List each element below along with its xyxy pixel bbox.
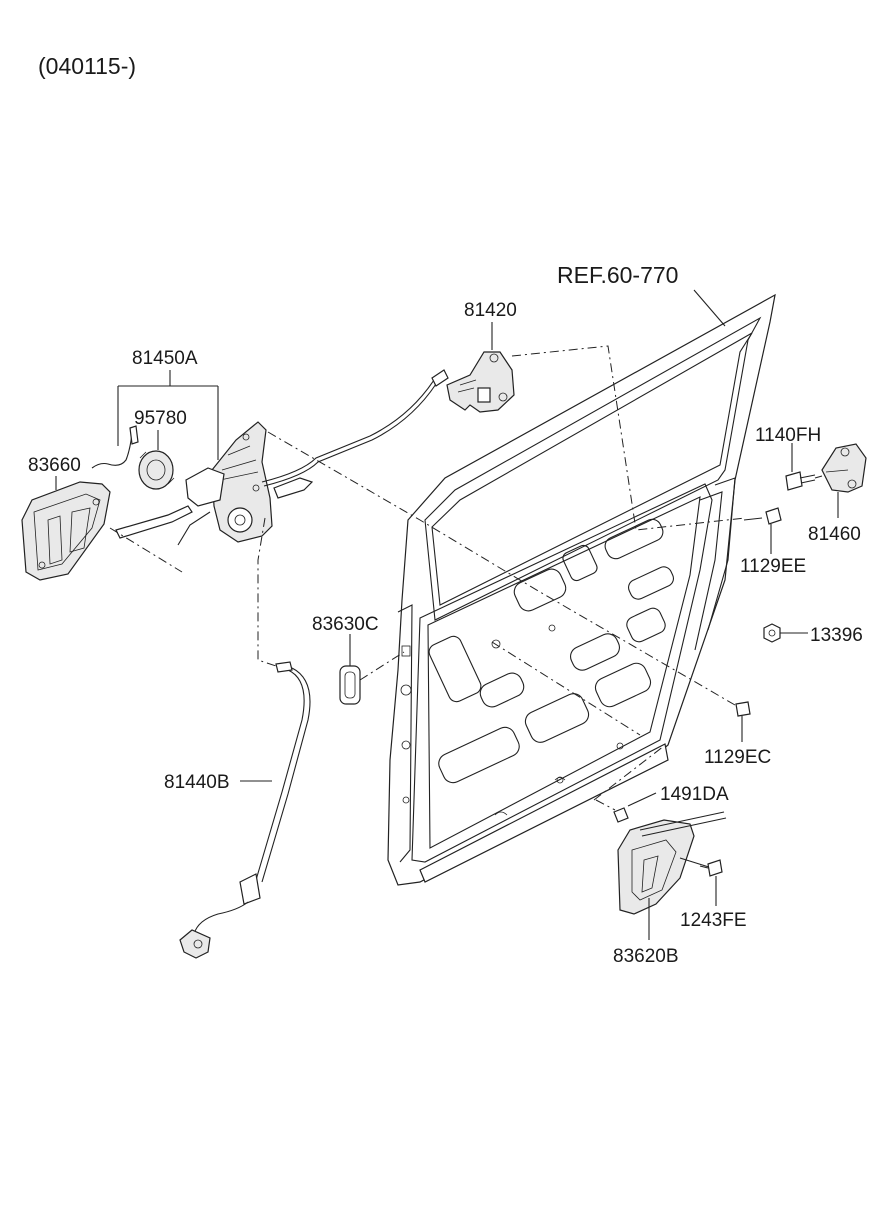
label-83620B: 83620B	[613, 946, 679, 967]
upper-cable	[261, 369, 449, 499]
nut-13396	[763, 623, 781, 643]
actuator-95780	[138, 450, 175, 490]
label-83660: 83660	[28, 455, 81, 476]
screw-1243FE	[699, 859, 723, 877]
label-ref-60-770: REF.60-770	[557, 262, 678, 288]
clip-1491DA	[613, 807, 629, 823]
diagram-code: (040115-)	[38, 53, 136, 79]
grommet-83630C	[339, 665, 361, 705]
label-1491DA: 1491DA	[660, 784, 729, 805]
bolt-1129EE	[743, 507, 782, 525]
lower-cable-81440B	[179, 661, 311, 959]
label-95780: 95780	[134, 408, 187, 429]
upper-latch-81420	[446, 351, 515, 413]
wire-harness	[91, 433, 133, 469]
striker-81460	[821, 443, 867, 493]
outside-handle-83660	[21, 481, 111, 581]
bolt-1140FH	[785, 471, 816, 491]
label-1140FH: 1140FH	[755, 425, 821, 446]
leader-lines	[55, 289, 839, 940]
bolt-1129EC	[735, 701, 751, 728]
latch-assembly-81450A	[115, 421, 273, 546]
reference-lines	[109, 345, 746, 811]
label-83630C: 83630C	[312, 614, 379, 635]
label-1129EE: 1129EE	[740, 556, 806, 577]
label-81460: 81460	[808, 524, 861, 545]
label-81440B: 81440B	[164, 772, 230, 793]
inside-handle-83620B	[617, 811, 727, 915]
door-panel	[387, 293, 776, 886]
label-81450A: 81450A	[132, 348, 198, 369]
label-1243FE: 1243FE	[680, 910, 747, 931]
label-81420: 81420	[464, 300, 517, 321]
label-1129EC: 1129EC	[704, 747, 771, 768]
label-13396: 13396	[810, 625, 863, 646]
